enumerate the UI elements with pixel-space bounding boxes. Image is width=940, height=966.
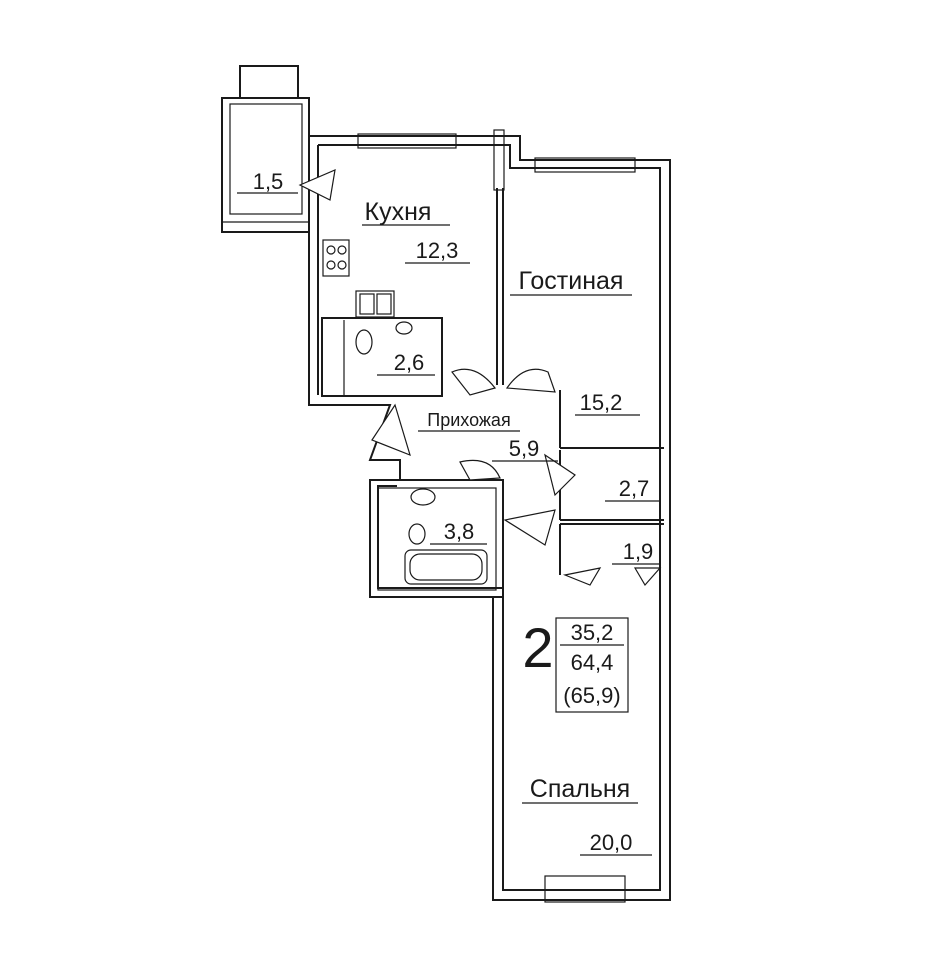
windows — [357, 129, 636, 903]
hallway-name: Прихожая — [427, 410, 510, 430]
total-area-with-balcony: (65,9) — [563, 683, 620, 708]
wc-area: 2,6 — [394, 350, 425, 375]
storage-1-area: 2,7 — [619, 476, 650, 501]
sink-icon — [355, 290, 395, 318]
bedroom-area: 20,0 — [590, 830, 633, 855]
kitchen-area: 12,3 — [416, 238, 459, 263]
fixtures — [322, 239, 488, 585]
hallway-area: 5,9 — [509, 436, 540, 461]
stove-icon — [322, 239, 350, 277]
washbasin-icon — [408, 523, 426, 545]
balcony-area: 1,5 — [253, 169, 284, 194]
living-area: 15,2 — [580, 390, 623, 415]
toilet-icon — [410, 488, 436, 506]
toilet-icon — [355, 329, 373, 355]
storage-2-area: 1,9 — [623, 539, 654, 564]
total-area: 64,4 — [571, 650, 614, 675]
summary-block: 2 35,2 64,4 (65,9) — [522, 616, 629, 713]
kitchen-name: Кухня — [365, 198, 432, 226]
interior-walls — [321, 188, 664, 598]
bedroom-name: Спальня — [530, 775, 630, 803]
doors — [371, 368, 662, 587]
labels: 1,5 Кухня 12,3 Гостиная 15,2 2,6 Прихожа… — [253, 169, 660, 856]
bathroom-area: 3,8 — [444, 519, 475, 544]
living-area-total: 35,2 — [571, 620, 614, 645]
bathtub-icon — [404, 549, 488, 585]
rooms-count: 2 — [522, 616, 553, 679]
balcony — [221, 65, 336, 233]
living-name: Гостиная — [519, 267, 624, 295]
washbasin-icon — [395, 321, 413, 335]
